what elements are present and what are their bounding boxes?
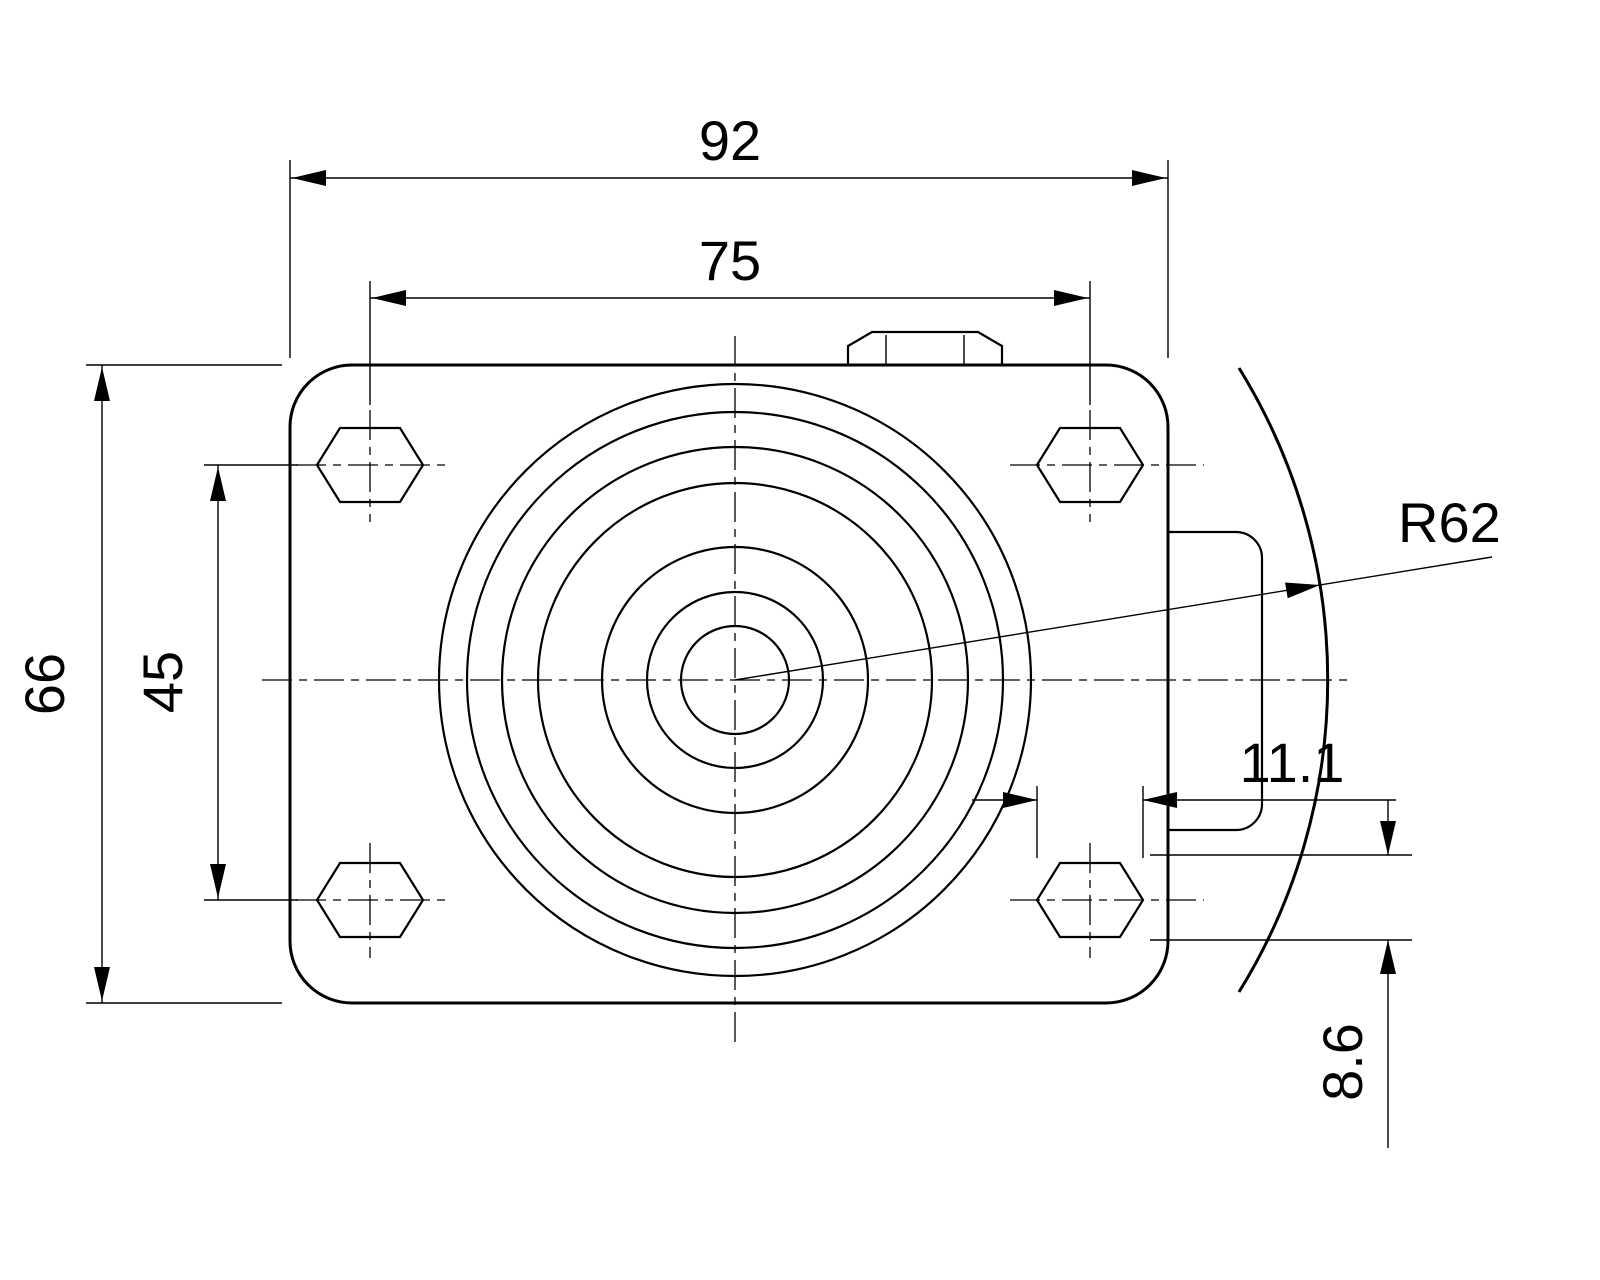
arrowhead-bottom	[94, 967, 110, 1001]
dim-label-offset: 8.6	[1311, 1023, 1374, 1101]
arrowhead-bottom	[1380, 940, 1396, 974]
mounting-plate-outline	[288, 363, 1170, 1005]
arrowhead-left	[1003, 792, 1037, 808]
dimension-offset: 8.6	[1150, 800, 1412, 1148]
centerlines	[262, 336, 1350, 1046]
dimension-slot-width: 11.1	[972, 731, 1396, 858]
arrowhead-right	[1143, 792, 1177, 808]
radius-leader-line	[734, 556, 1493, 681]
dim-label-slot-width: 11.1	[1240, 731, 1345, 794]
dimension-bolt-spacing-h: 75	[369, 229, 1091, 405]
arrowhead-right	[1054, 290, 1088, 306]
dim-label-plate-width: 92	[699, 109, 761, 172]
hex-bolt-head	[846, 330, 1004, 365]
dim-label-bolt-spacing-v: 45	[131, 651, 194, 713]
dimension-wheel-radius: R62	[734, 491, 1501, 681]
dimension-plate-width: 92	[289, 109, 1169, 358]
hub-housing-outline	[1168, 530, 1264, 832]
dim-label-plate-height: 66	[13, 653, 76, 715]
arrowhead-bottom	[210, 864, 226, 898]
arrowhead-top	[94, 367, 110, 401]
dimension-bolt-spacing-v: 45	[131, 464, 298, 901]
arrowhead-top	[1380, 821, 1396, 855]
arrowhead-left	[292, 170, 326, 186]
arrowhead-on-arc	[1285, 582, 1320, 599]
arrowhead-left	[372, 290, 406, 306]
arrowhead-right	[1132, 170, 1166, 186]
dimension-plate-height: 66	[13, 364, 282, 1004]
dim-label-bolt-spacing-h: 75	[699, 229, 761, 292]
hex-bolt-head-outline	[846, 330, 1004, 365]
dim-label-wheel-radius: R62	[1398, 491, 1501, 554]
bolt-holes	[315, 426, 1145, 939]
arrowhead-top	[210, 467, 226, 501]
